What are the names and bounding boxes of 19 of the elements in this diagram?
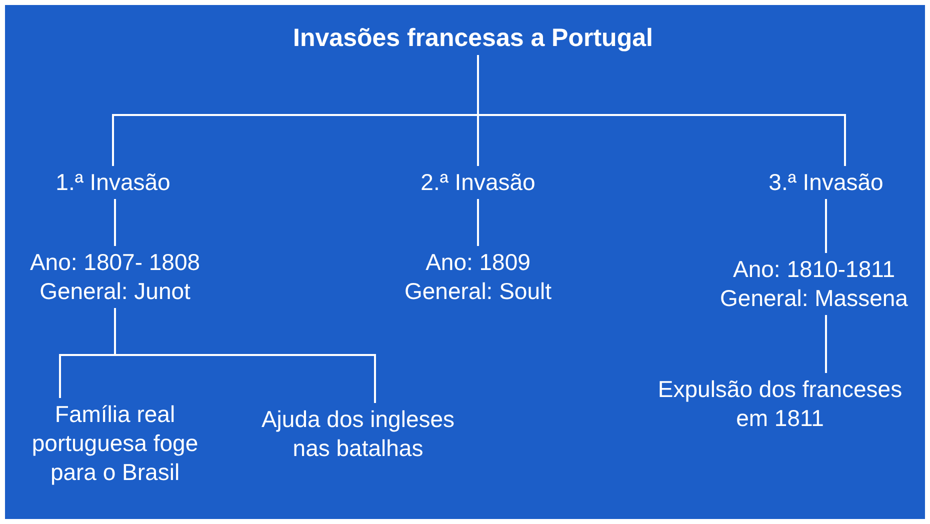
node-label: Expulsão dos franceses em 1811 <box>656 375 904 433</box>
node-label: Ajuda dos ingleses nas batalhas <box>260 405 456 463</box>
node-label: 3.ª Invasão <box>768 168 884 197</box>
node-label: Família real portuguesa foge para o Brasil <box>30 400 200 487</box>
connector-line <box>477 199 479 246</box>
node-label: Ano: 1810-1811 <box>732 255 896 284</box>
node-label: 2.ª Invasão <box>420 168 536 197</box>
connector-line <box>114 199 116 246</box>
node-label: Invasões francesas a Portugal <box>292 24 654 53</box>
connector-line <box>825 199 827 253</box>
connector-line <box>477 55 846 166</box>
connector-line <box>114 308 376 403</box>
connector-line <box>825 315 827 373</box>
node-label: Ano: 1807- 1808 <box>28 248 202 277</box>
node-label: 1.ª Invasão <box>54 168 172 197</box>
node-label: General: Soult <box>403 277 553 306</box>
node-label: General: Junot <box>38 277 192 306</box>
node-label: Ano: 1809 <box>424 248 532 277</box>
node-label: General: Massena <box>719 284 909 313</box>
